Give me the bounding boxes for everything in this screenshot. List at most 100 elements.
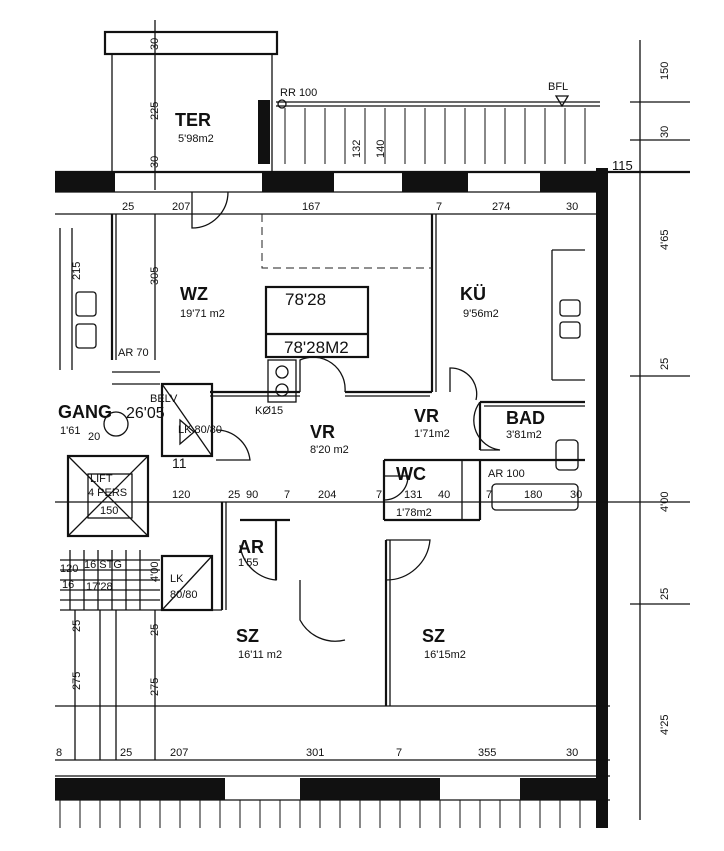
dim-right: 30 (659, 126, 671, 138)
dim-inner: 30 (149, 38, 161, 50)
dim-top: 167 (302, 201, 320, 213)
room-area-wc: 1'78m2 (396, 507, 432, 519)
stair-treads (60, 371, 160, 610)
room-area-ar: 1'55 (238, 557, 258, 569)
label-rr: RR 100 (280, 87, 317, 99)
room-name-vr-2: VR (414, 406, 439, 426)
dim-right: 25 (659, 358, 671, 370)
dim-right: 4'00 (659, 492, 671, 512)
label-lift-dim: 150 (100, 505, 118, 517)
dim-mid: 7 (376, 489, 382, 501)
dim-right: 150 (659, 62, 671, 80)
room-area-ter: 5'98m2 (178, 133, 214, 145)
room-area-wz: 19'71 m2 (180, 308, 225, 320)
dim-top: 25 (122, 201, 134, 213)
appliance-icon (275, 365, 289, 379)
room-name-sz-2: SZ (422, 626, 445, 646)
room-name-ter: TER (175, 110, 211, 130)
annotation-labels: RR 100 BFL 115 AR 70 KØ15 LK 80/80 LK 80… (84, 81, 633, 601)
gas-meter-icon (103, 411, 129, 437)
structural-walls (55, 30, 608, 828)
dim-mid: 7 (284, 489, 290, 501)
facade-hatching (59, 108, 586, 828)
label-lk-1: LK 80/80 (178, 424, 222, 436)
dim-mid: 131 (404, 489, 422, 501)
appliance-icon (275, 383, 289, 397)
label-lk-2: LK (170, 573, 184, 585)
label-ar70: AR 70 (118, 347, 149, 359)
dim-inner: 4'00 (149, 562, 161, 582)
label-ar100: AR 100 (488, 468, 525, 480)
area-total-box: 78'28 78'28M2 (264, 285, 370, 359)
label-belv: BELV (150, 393, 178, 405)
dim-mid: 40 (438, 489, 450, 501)
dim-right: 4'25 (659, 715, 671, 735)
dim-inner: 225 (149, 102, 161, 120)
dim-left: 305 (149, 267, 161, 285)
dim-mid: 7 (486, 489, 492, 501)
dim-bottom: 7 (396, 747, 402, 759)
dim-mid: 180 (524, 489, 542, 501)
label-stair-no: 11 (172, 455, 187, 471)
dim-right: 25 (659, 588, 671, 600)
room-name-ar: AR (238, 537, 264, 557)
label-kd: KØ15 (255, 405, 283, 417)
dim-bottom: 207 (170, 747, 188, 759)
label-level: 115 (612, 158, 633, 173)
room-name-ku: KÜ (460, 284, 486, 304)
room-area-sz-1: 16'11 m2 (238, 649, 282, 661)
dim-inner: 275 (149, 678, 161, 696)
dim-misc: 120 (172, 489, 190, 501)
room-area-gang: 1'61 (60, 425, 80, 437)
dim-left: 120 (60, 563, 78, 575)
label-lift-pers: 4 PERS (88, 487, 127, 499)
dim-bottom: 25 (120, 747, 132, 759)
dim-bottom: 355 (478, 747, 496, 759)
dim-left: 25 (71, 620, 83, 632)
dim-left: 16 (62, 579, 74, 591)
dim-inner: 30 (149, 156, 161, 168)
dim-mid: 204 (318, 489, 336, 501)
room-labels: TER 5'98m2 WZ 19'71 m2 KÜ 9'56m2 VR 8'20… (58, 110, 545, 661)
dim-top: 30 (566, 201, 578, 213)
arrow-right-icon (179, 418, 195, 446)
dim-inner: 132 (351, 140, 363, 158)
dim-mid: 90 (246, 489, 258, 501)
room-area-vr-2: 1'71m2 (414, 428, 450, 440)
door-swings (191, 191, 501, 642)
dim-top: 7 (436, 201, 442, 213)
dim-bottom: 30 (566, 747, 578, 759)
wall-lines (55, 54, 690, 801)
label-bfl: BFL (548, 81, 568, 93)
dim-right: 4'65 (659, 230, 671, 250)
dimension-text: 25 207 167 7 274 30 8 25 207 301 7 355 3… (56, 38, 671, 759)
dim-misc: 20 (88, 431, 100, 443)
room-name-vr-1: VR (310, 422, 335, 442)
dim-mid: 30 (570, 489, 582, 501)
room-name-wz: WZ (180, 284, 208, 304)
label-stg-2: 17'28 (86, 581, 113, 593)
room-name-gang: GANG (58, 402, 112, 422)
room-name-wc: WC (396, 464, 426, 484)
label-level-mark: 26'05 (126, 405, 165, 422)
label-lk-2b: 80/80 (170, 589, 198, 601)
dim-bottom: 8 (56, 747, 62, 759)
dim-left: 275 (71, 672, 83, 690)
label-lift: LIFT (90, 473, 113, 485)
dim-top: 207 (172, 201, 190, 213)
drain-icon (277, 99, 287, 109)
room-area-ku: 9'56m2 (463, 308, 499, 320)
dim-bottom: 301 (306, 747, 324, 759)
room-name-sz-1: SZ (236, 626, 259, 646)
total-area-top: 78'28 (285, 290, 326, 309)
dim-inner: 25 (149, 624, 161, 636)
total-area-bottom: 78'28M2 (284, 338, 349, 357)
dim-top: 274 (492, 201, 510, 213)
room-name-bad: BAD (506, 408, 545, 428)
room-area-sz-2: 16'15m2 (424, 649, 466, 661)
dim-mid: 25 (228, 489, 240, 501)
room-area-vr-1: 8'20 m2 (310, 444, 349, 456)
label-stg: 16 STG (84, 559, 122, 571)
floor-drain-icon (554, 95, 570, 108)
